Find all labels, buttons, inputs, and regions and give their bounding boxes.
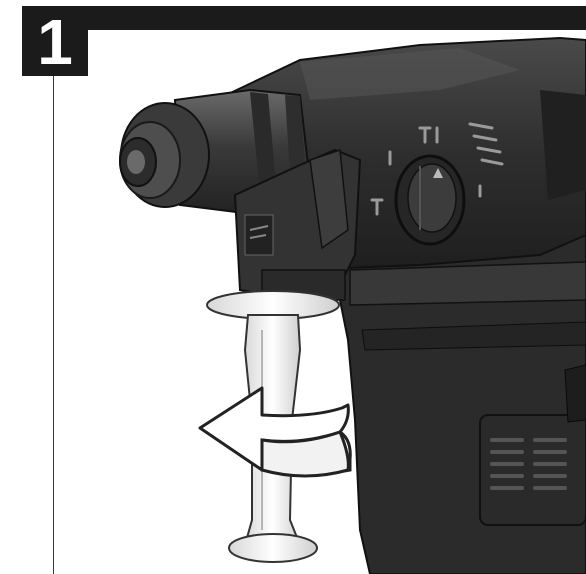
step-number: 1 — [37, 6, 73, 78]
header-bar — [22, 6, 586, 30]
vent-grille — [479, 414, 586, 526]
step-number-badge: 1 — [22, 6, 88, 76]
mode-symbols — [370, 122, 504, 216]
hammer-drill-illustration — [119, 36, 586, 574]
handle-collar — [233, 148, 362, 302]
motor-housing — [328, 183, 586, 574]
left-rotation-arrow — [198, 386, 352, 478]
left-divider — [53, 76, 54, 574]
mode-selector-dial — [394, 154, 466, 246]
